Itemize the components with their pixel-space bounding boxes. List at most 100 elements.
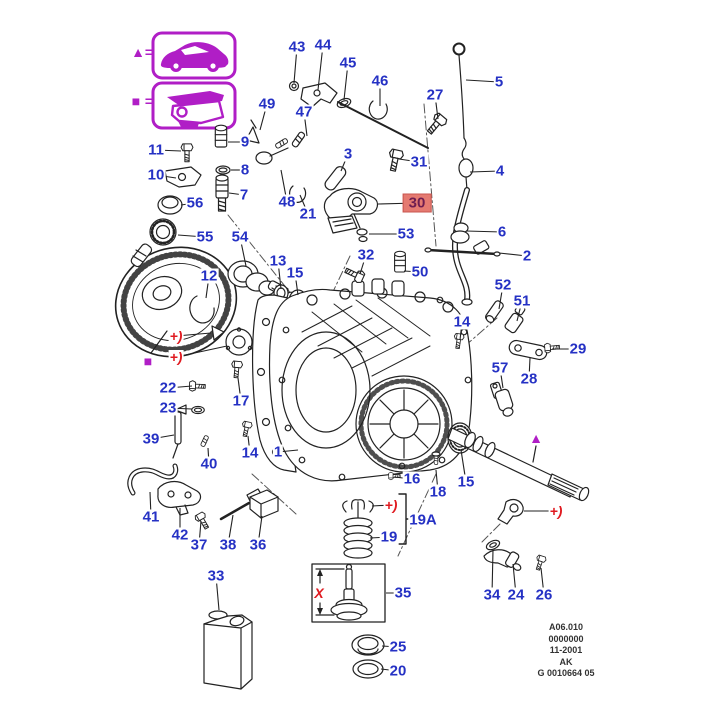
callout-5: 5 bbox=[493, 73, 505, 91]
callout-39: 39 bbox=[141, 430, 161, 448]
callout-48: 48 bbox=[277, 193, 297, 211]
callout-19: 19 bbox=[379, 528, 399, 546]
callout-54: 54 bbox=[230, 228, 250, 246]
doc-info-line-3: 11-2001 bbox=[549, 645, 583, 655]
callout-26: 26 bbox=[534, 586, 554, 604]
callout-29: 29 bbox=[568, 340, 588, 358]
engine-icon bbox=[167, 91, 225, 129]
callout-20: 20 bbox=[388, 662, 408, 680]
spring-19-drawing bbox=[342, 499, 374, 559]
filler-tube-drawing bbox=[450, 187, 490, 306]
callout-17: 17 bbox=[231, 392, 251, 410]
callout-10: 10 bbox=[146, 166, 166, 184]
callout-2: 2 bbox=[521, 247, 533, 265]
callout-8: 8 bbox=[239, 161, 251, 179]
callout-32: 32 bbox=[356, 246, 376, 264]
callout-36: 36 bbox=[248, 536, 268, 554]
doc-info-line-1: A06.010 bbox=[548, 622, 584, 632]
callout-11: 11 bbox=[147, 141, 165, 159]
legend-car-box bbox=[151, 31, 237, 80]
callout-13: 13 bbox=[268, 252, 288, 270]
callout-14-right: 14 bbox=[452, 313, 472, 331]
leader-callout-5 bbox=[465, 79, 500, 83]
callout-9: 9 bbox=[239, 133, 251, 151]
callout-38: 38 bbox=[218, 536, 238, 554]
legend-square-symbol: ■ bbox=[131, 93, 141, 109]
doc-info-line-4: AK bbox=[559, 656, 573, 667]
callout-7: 7 bbox=[238, 186, 250, 204]
transmission-case-drawing bbox=[268, 278, 473, 482]
callout-15-right: 15 bbox=[456, 473, 476, 491]
legend-engine-box bbox=[151, 81, 237, 130]
note-plus-spring: +) bbox=[383, 497, 399, 513]
note-plus-converter-2: +) bbox=[168, 349, 184, 365]
callout-33: 33 bbox=[206, 567, 226, 585]
seal-25-drawing bbox=[351, 634, 385, 656]
callout-15-left: 15 bbox=[285, 264, 305, 282]
fluid-container-drawing bbox=[203, 610, 253, 690]
callout-30-highlighted: 30 bbox=[402, 193, 432, 213]
snap-ring-12-drawing bbox=[189, 295, 215, 324]
vehicle-marker-triangle: ▲ bbox=[529, 430, 543, 446]
callout-55: 55 bbox=[195, 228, 215, 246]
callout-56: 56 bbox=[185, 194, 205, 212]
callout-42: 42 bbox=[170, 526, 190, 544]
callout-12: 12 bbox=[199, 267, 219, 285]
car-icon bbox=[160, 42, 229, 72]
upper-small-parts-drawing bbox=[164, 80, 449, 212]
callout-34: 34 bbox=[482, 586, 502, 604]
callout-4: 4 bbox=[494, 162, 506, 180]
callout-46: 46 bbox=[370, 72, 390, 90]
callout-51: 51 bbox=[512, 292, 532, 310]
legend-triangle-symbol: ▲ bbox=[131, 44, 145, 60]
callout-47: 47 bbox=[294, 103, 314, 121]
callout-40: 40 bbox=[199, 455, 219, 473]
engine-marker-square: ■ bbox=[143, 353, 153, 369]
callout-23: 23 bbox=[158, 399, 178, 417]
callout-18: 18 bbox=[428, 483, 448, 501]
converter-hub-parts-drawing bbox=[211, 325, 253, 356]
dimension-x-label: X bbox=[313, 585, 325, 601]
callout-41: 41 bbox=[141, 508, 161, 526]
callout-43: 43 bbox=[287, 38, 307, 56]
callout-14-left: 14 bbox=[240, 444, 260, 462]
callout-53: 53 bbox=[396, 225, 416, 243]
callout-50: 50 bbox=[410, 263, 430, 281]
callout-1: 1 bbox=[272, 443, 284, 461]
callout-28: 28 bbox=[519, 370, 539, 388]
legend-equals-engine: = bbox=[144, 93, 154, 109]
callout-52: 52 bbox=[493, 276, 513, 294]
doc-info-line-2: 0000000 bbox=[548, 633, 584, 644]
legend-equals-car: = bbox=[144, 44, 154, 60]
callout-19a: 19A bbox=[408, 511, 438, 529]
driveshaft-drawing bbox=[388, 422, 590, 502]
callout-27: 27 bbox=[425, 86, 445, 104]
pump-gear-drawing bbox=[130, 195, 183, 268]
selector-rod-drawing bbox=[424, 247, 501, 257]
callout-6: 6 bbox=[496, 223, 508, 241]
callout-45: 45 bbox=[338, 54, 358, 72]
sensor-bracket-drawing bbox=[497, 498, 524, 525]
callout-31: 31 bbox=[409, 153, 429, 171]
callout-24: 24 bbox=[506, 586, 526, 604]
manual-lever-30-drawing bbox=[323, 187, 379, 243]
inset-box-35 bbox=[311, 563, 386, 623]
callout-22: 22 bbox=[158, 379, 178, 397]
callout-3: 3 bbox=[342, 145, 354, 163]
callout-49: 49 bbox=[257, 95, 277, 113]
callout-25: 25 bbox=[388, 638, 408, 656]
dimension-x-arrow bbox=[315, 568, 345, 616]
lower-left-parts-drawing bbox=[127, 360, 279, 532]
doc-info-line-5: G 0010664 05 bbox=[537, 668, 595, 678]
callout-37: 37 bbox=[189, 536, 209, 554]
oring-20-drawing bbox=[352, 659, 384, 679]
stud-parts-drawing bbox=[483, 539, 548, 572]
leader-note-plus-converter-2 bbox=[175, 345, 228, 358]
callout-16: 16 bbox=[402, 470, 422, 488]
leader-callout-6 bbox=[465, 230, 503, 233]
leader-callout-44 bbox=[317, 44, 324, 91]
callout-35: 35 bbox=[393, 584, 413, 602]
